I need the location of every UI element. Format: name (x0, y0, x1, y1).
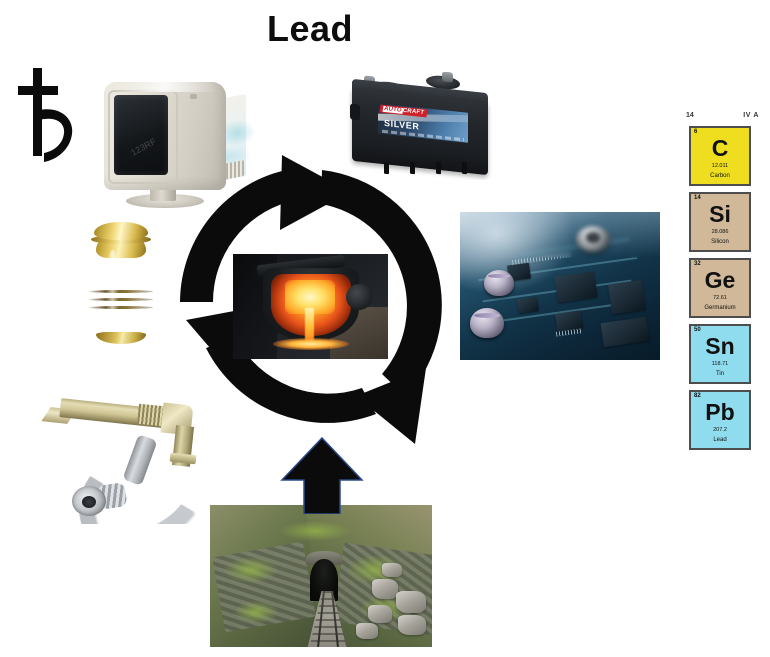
smelting-furnace-photo (233, 254, 388, 359)
element-cell-silicon: 14 Si 28.086 Silicon (689, 192, 751, 252)
mine-moss-d (234, 601, 278, 623)
pcb-capacitor-1-band (488, 274, 510, 278)
mine-rock-4 (398, 615, 426, 635)
urn-band-3 (89, 306, 153, 309)
pcb-capacitor-2-band (474, 313, 500, 318)
mine-rock-1 (372, 579, 398, 599)
group-number: 14 (686, 112, 694, 119)
element-number: 14 (694, 195, 701, 201)
mine-rock-3 (368, 605, 392, 623)
battery-terminal-positive (442, 72, 453, 83)
mine-rock-6 (382, 563, 402, 577)
lead-pipe-bore (82, 496, 96, 508)
element-mass: 118.71 (711, 361, 729, 367)
element-number: 32 (694, 261, 701, 267)
element-symbol: Ge (704, 267, 736, 293)
periodic-group-14-strip: 14 IV A 6 C 12.011 Carbon 14 Si 28.086 S… (679, 112, 767, 450)
element-mass: 207.2 (713, 427, 727, 433)
element-cell-tin: 50 Sn 118.71 Tin (689, 324, 751, 384)
element-number: 50 (694, 327, 701, 333)
urn-band-2 (89, 298, 153, 301)
brass-urn-image (72, 216, 172, 348)
element-name: Silicon (711, 239, 729, 245)
element-name: Carbon (710, 173, 730, 179)
circuit-board-image (460, 212, 660, 360)
mine-moss-a (224, 557, 278, 583)
group-header: 14 IV A (679, 112, 767, 124)
urn-base (96, 332, 146, 344)
smelter-trunnion (346, 284, 372, 310)
lead-pipes-image (34, 392, 202, 524)
pcb-chip-small-c (517, 296, 539, 314)
recycle-arrow-top (180, 155, 350, 302)
element-number: 82 (694, 393, 701, 399)
battery-rib-4 (462, 161, 467, 175)
element-name: Tin (715, 371, 725, 377)
mine-rock-5 (356, 623, 378, 639)
element-symbol: C (711, 135, 729, 161)
smelter-splash (273, 338, 349, 350)
element-number: 6 (694, 129, 698, 135)
group-roman-numeral: IV A (743, 112, 759, 119)
element-cell-carbon: 6 C 12.011 Carbon (689, 126, 751, 186)
element-symbol: Pb (705, 399, 735, 425)
mine-to-cycle-arrow (276, 436, 368, 515)
monitor-knob (190, 94, 197, 99)
mine-rock-2 (396, 591, 426, 613)
monitor-screen (114, 95, 168, 175)
element-mass: 72.61 (713, 295, 727, 301)
element-name: Germanium (704, 305, 736, 311)
element-cell-germanium: 32 Ge 72.61 Germanium (689, 258, 751, 318)
element-name: Lead (713, 437, 727, 443)
element-symbol: Si (709, 201, 731, 227)
page-title: Lead (266, 8, 354, 49)
saturn-lead-alchemical-symbol (8, 62, 78, 162)
pcb-chip-large (554, 271, 598, 303)
element-mass: 12.011 (711, 163, 729, 169)
urn-lid (94, 222, 148, 240)
element-symbol: Sn (705, 333, 735, 359)
pcb-depth-blur (460, 212, 660, 258)
battery-handle (350, 103, 360, 121)
battery-brand-prefix: AUTO (382, 105, 404, 114)
pcb-chip-right (608, 279, 646, 315)
monitor-stand-base (126, 194, 204, 208)
recycle-arrow-right (321, 170, 442, 444)
crt-monitor-image: 123RF (78, 68, 258, 210)
mine-moss-e (280, 521, 350, 541)
smelter-pour-stream (305, 308, 314, 348)
urn-band-1 (89, 290, 153, 293)
battery-brand-suffix: CRAFT (402, 107, 425, 117)
element-mass: 28.086 (711, 229, 729, 235)
urn-highlight (106, 250, 119, 328)
lead-mine-image (210, 505, 432, 647)
element-cell-lead: 82 Pb 207.2 Lead (689, 390, 751, 450)
monitor-top-highlight (112, 80, 216, 92)
